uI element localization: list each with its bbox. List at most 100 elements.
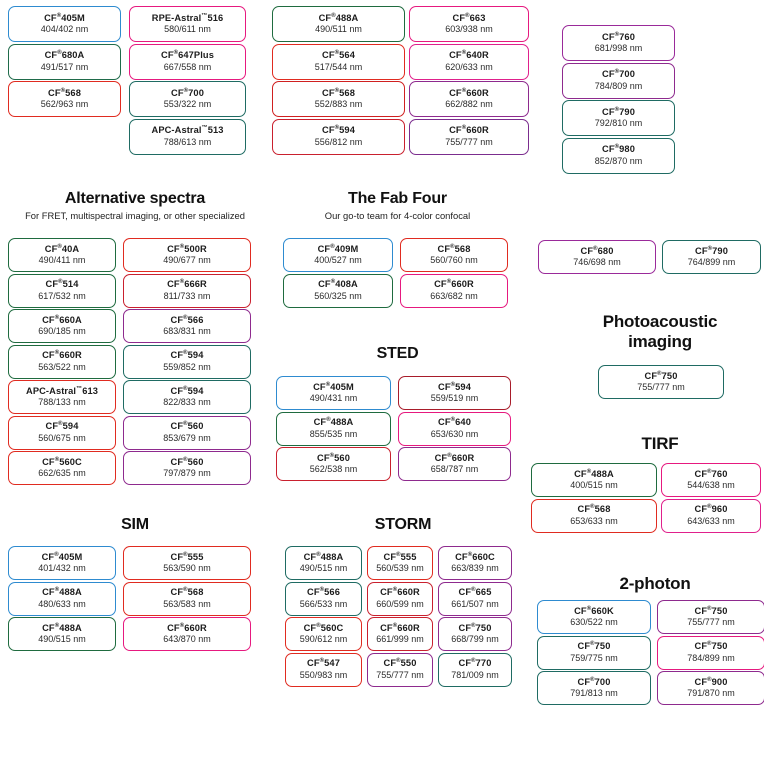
dye-spectra: 755/777 nm [637,382,685,393]
dye-name: CF®666R [167,278,207,289]
dye-name: CF®750 [458,622,492,633]
dye-spectra: 490/515 nm [38,634,86,645]
dye-spectra: 480/633 nm [38,598,86,609]
dye-name: CF®488A [42,622,82,633]
dye-spectra: 559/852 nm [163,361,211,372]
dye-name: CF®594 [322,124,355,135]
heading-two-photon: 2-photon [619,574,691,593]
trademark-symbol: ™ [201,124,208,131]
dye-name: CF®660A [42,314,82,325]
dye-name: CF®560 [170,420,204,431]
dye-spectra: 580/611 nm [164,24,211,35]
dye-name: CF®488A [318,12,359,23]
dye-name: CF®564 [322,49,355,60]
dye-spectra: 560/760 nm [430,255,478,266]
dye-name: CF®750 [694,640,728,651]
dye-spectra: 764/899 nm [687,257,736,268]
trademark-symbol: ® [467,551,473,558]
trademark-symbol: ® [590,676,595,683]
dye-spectra: 552/883 nm [314,99,363,110]
dye-name: CF®660R [380,586,420,597]
dye-name: CF®665 [458,586,492,597]
trademark-symbol: ® [471,657,476,664]
dye-spectra: 663/839 nm [451,563,499,574]
dye-spectra: 491/517 nm [40,61,89,72]
